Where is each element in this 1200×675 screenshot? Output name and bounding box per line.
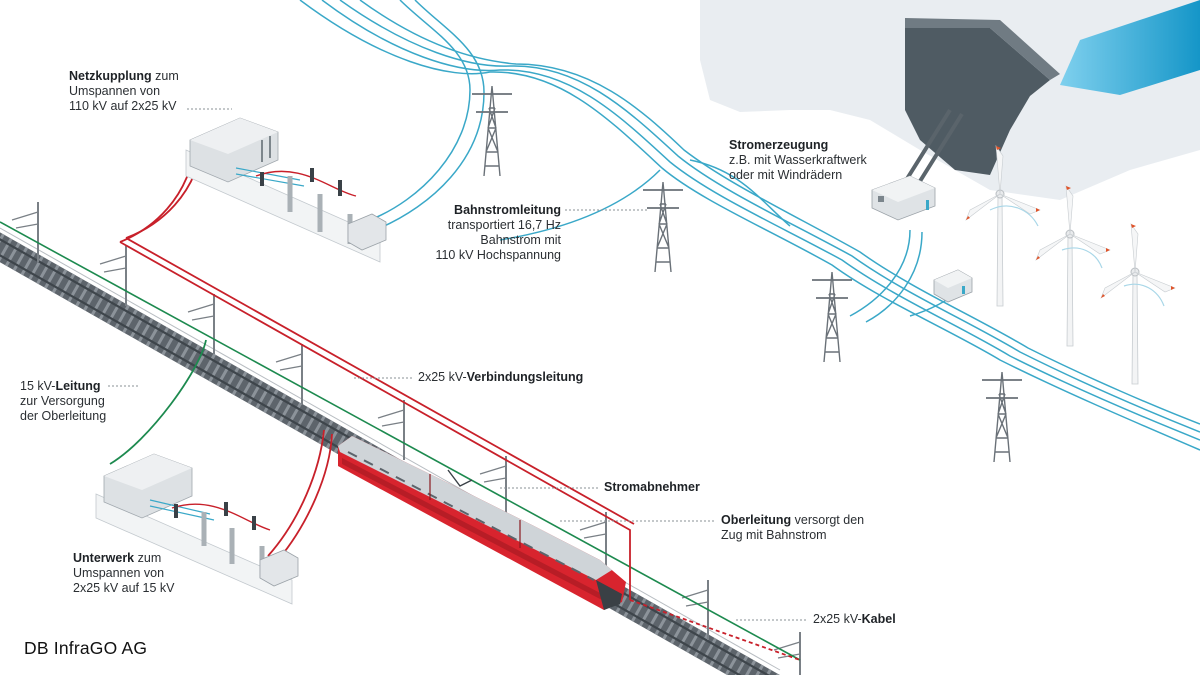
label-unterwerk-rest: zum (134, 551, 162, 565)
label-verbindungsleitung: 2x25 kV-Verbindungsleitung (418, 370, 583, 385)
label-netzkupplung: Netzkupplung zum Umspannen von 110 kV au… (69, 69, 179, 114)
leader-lines (108, 108, 806, 621)
label-leitung-15kv-pre: 15 kV- (20, 379, 56, 393)
label-oberleitung-rest: versorgt den (791, 513, 865, 527)
label-oberleitung: Oberleitung versorgt den Zug mit Bahnstr… (721, 513, 864, 543)
overhead-contact-line (0, 221, 801, 661)
label-leitung-15kv-line2: zur Versorgung (20, 394, 105, 408)
label-stromerzeugung-line3: oder mit Windrädern (729, 168, 843, 182)
pylon-icon-4 (981, 371, 1023, 463)
supply-line-15kv (109, 339, 207, 465)
label-stromabnehmer: Stromabnehmer (604, 480, 700, 495)
label-bahnstromleitung-line4: 110 kV Hochspannung (435, 248, 561, 262)
label-oberleitung-title: Oberleitung (721, 513, 792, 527)
label-bahnstromleitung: Bahnstromleitung transportiert 16,7 Hz B… (400, 203, 561, 263)
pylon-icon-3 (811, 271, 853, 363)
label-bahnstromleitung-line2: transportiert 16,7 Hz (447, 218, 561, 232)
train-icon (338, 436, 626, 610)
label-stromerzeugung-line2: z.B. mit Wasserkraftwerk (729, 153, 867, 167)
power-plant-icon (871, 175, 936, 221)
unterwerk-substation-icon (95, 453, 299, 605)
label-oberleitung-line2: Zug mit Bahnstrom (721, 528, 827, 542)
label-leitung-15kv-title: Leitung (55, 379, 101, 393)
label-netzkupplung-line3: 110 kV auf 2x25 kV (69, 99, 177, 113)
mountain-and-dam (700, 0, 1200, 200)
label-bahnstromleitung-line3: Bahnstrom mit (480, 233, 561, 247)
catenary-masts (11, 201, 801, 675)
label-unterwerk: Unterwerk zum Umspannen von 2x25 kV auf … (73, 551, 174, 596)
label-stromabnehmer-title: Stromabnehmer (604, 480, 700, 494)
label-netzkupplung-rest: zum (151, 69, 179, 83)
label-netzkupplung-title: Netzkupplung (69, 69, 152, 83)
railway-track (0, 227, 781, 675)
label-stromerzeugung-title: Stromerzeugung (729, 138, 829, 152)
label-leitung-15kv: 15 kV-Leitung zur Versorgung der Oberlei… (20, 379, 106, 424)
wind-turbines (965, 145, 1176, 385)
label-kabel-title: Kabel (861, 612, 896, 626)
netzkupplung-substation-icon (185, 117, 387, 263)
label-unterwerk-title: Unterwerk (73, 551, 135, 565)
label-unterwerk-line2: Umspannen von (73, 566, 165, 580)
label-netzkupplung-line2: Umspannen von (69, 84, 161, 98)
transmission-lines (299, 0, 1200, 451)
label-bahnstromleitung-title: Bahnstromleitung (454, 203, 561, 217)
wind-substation-icon (933, 269, 973, 303)
label-verbindungsleitung-pre: 2x25 kV- (418, 370, 467, 384)
label-stromerzeugung: Stromerzeugung z.B. mit Wasserkraftwerk … (729, 138, 867, 183)
feeder-line-2x25kv (119, 135, 801, 661)
pylon-icon-2 (642, 181, 684, 273)
label-leitung-15kv-line3: der Oberleitung (20, 409, 107, 423)
label-kabel: 2x25 kV-Kabel (813, 612, 896, 627)
label-verbindungsleitung-title: Verbindungsleitung (466, 370, 584, 384)
brand-logo-text: DB InfraGO AG (24, 638, 148, 658)
label-unterwerk-line3: 2x25 kV auf 15 kV (73, 581, 175, 595)
label-kabel-pre: 2x25 kV- (813, 612, 862, 626)
